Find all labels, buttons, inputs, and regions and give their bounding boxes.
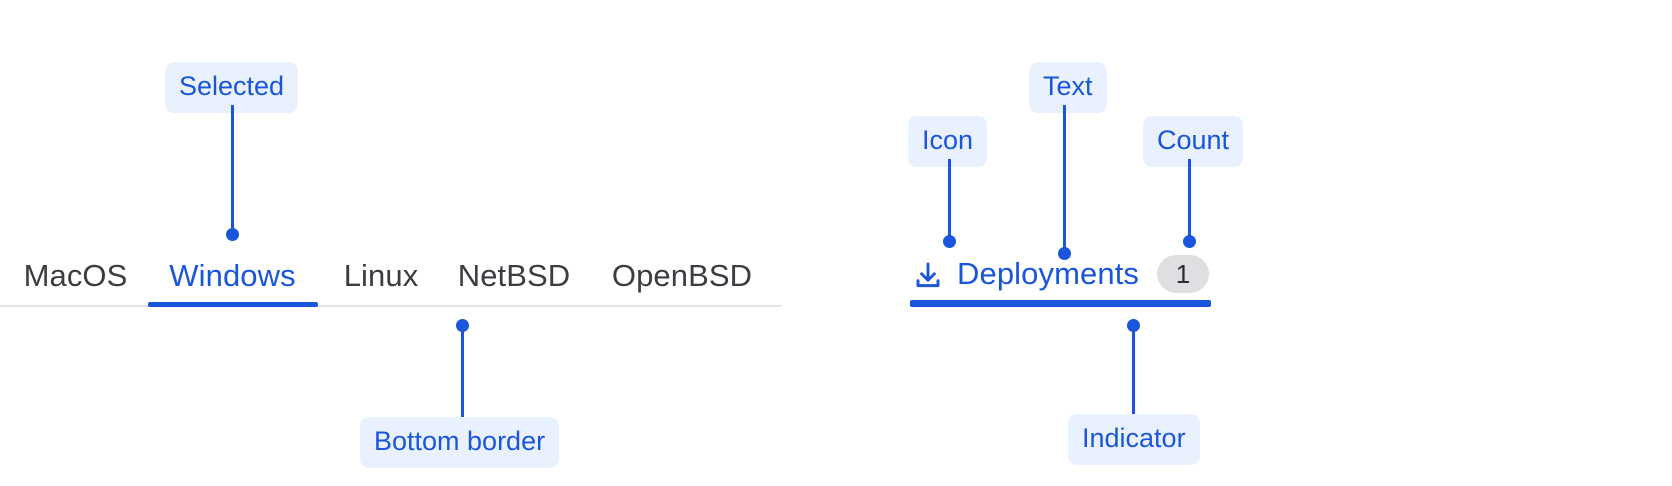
annotation-dot-icon (943, 235, 956, 248)
annotation-chip-icon: Icon (908, 116, 988, 167)
os-tab-strip: MacOS Windows Linux NetBSD OpenBSD (0, 243, 782, 307)
tab-macos-label: MacOS (23, 258, 128, 293)
annotation-line-selected (231, 105, 234, 235)
annotation-dot-count (1183, 235, 1196, 248)
annotation-chip-indicator: Indicator (1068, 414, 1200, 465)
annotation-dot-indicator (1127, 319, 1140, 332)
tab-windows-label: Windows (169, 258, 296, 293)
annotation-chip-selected: Selected (165, 62, 299, 113)
annotation-dot-selected (226, 228, 239, 241)
annotation-chip-bottom-border: Bottom border (360, 417, 560, 468)
annotation-line-icon (948, 159, 951, 241)
tab-openbsd[interactable]: OpenBSD (607, 245, 757, 307)
annotation-line-indicator (1132, 325, 1135, 414)
annotation-line-bottom-border (461, 325, 464, 417)
tab-macos[interactable]: MacOS (18, 245, 133, 307)
tab-deployments-indicator (910, 300, 1212, 307)
tab-deployments-count-badge: 1 (1157, 255, 1210, 293)
annotation-chip-text: Text (1029, 62, 1107, 113)
tab-linux-label: Linux (343, 258, 419, 293)
download-icon (912, 260, 944, 292)
tab-strip-bottom-border (0, 305, 782, 307)
annotation-chip-count: Count (1143, 116, 1244, 167)
tab-windows[interactable]: Windows (155, 245, 310, 307)
annotation-dot-bottom-border (456, 319, 469, 332)
tab-deployments[interactable]: Deployments 1 (910, 243, 1212, 307)
tab-netbsd-label: NetBSD (457, 258, 571, 293)
tab-deployments-label: Deployments (957, 256, 1140, 291)
tab-deployments-content[interactable]: Deployments 1 (910, 243, 1211, 305)
annotation-line-count (1188, 159, 1191, 241)
tab-windows-underline (148, 302, 318, 307)
annotation-line-text (1063, 105, 1066, 253)
tab-linux[interactable]: Linux (337, 245, 425, 307)
tab-netbsd[interactable]: NetBSD (450, 245, 578, 307)
annotation-dot-text (1058, 247, 1071, 260)
tab-openbsd-label: OpenBSD (611, 258, 753, 293)
